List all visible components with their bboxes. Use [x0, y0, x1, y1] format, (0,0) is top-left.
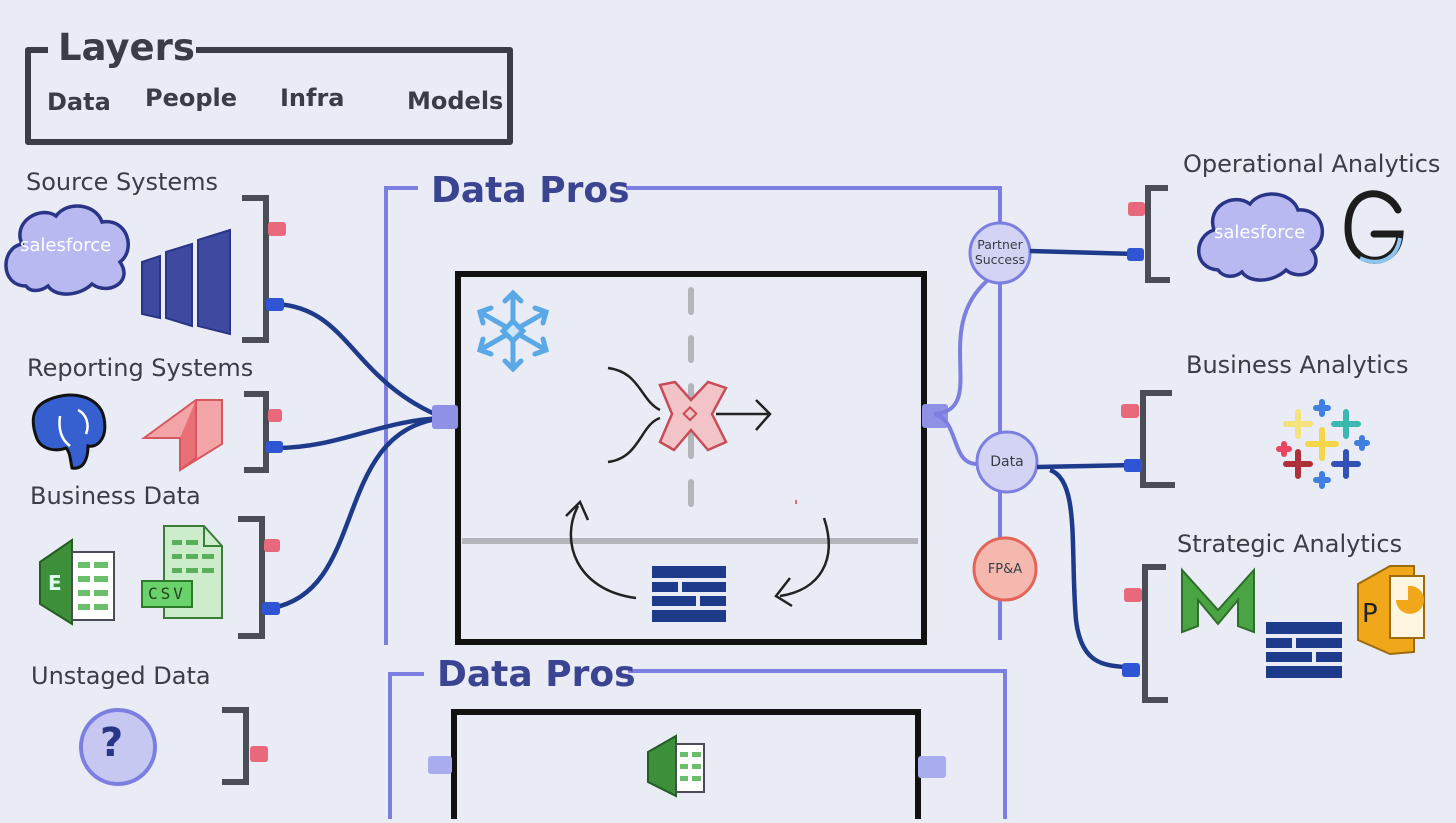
cycle-arrow-left	[565, 499, 637, 600]
layer-people[interactable]: People	[145, 84, 238, 112]
postgres-icon	[31, 393, 107, 470]
connector-business	[271, 415, 445, 611]
port-pink	[268, 222, 286, 236]
reporting-systems-label: Reporting Systems	[27, 354, 254, 382]
layers-title: Layers	[58, 26, 195, 69]
dbt-icon	[607, 366, 772, 464]
bi-brick-icon	[1266, 622, 1342, 678]
connector-reporting	[275, 415, 445, 451]
powerpoint-icon: P	[1357, 565, 1425, 656]
layer-models[interactable]: Models	[407, 87, 504, 115]
connector-business-analytics	[1036, 462, 1137, 470]
snowflake-icon	[476, 289, 550, 373]
bi-brick-icon	[652, 566, 726, 622]
link-data	[933, 412, 979, 467]
csv-file-icon	[141, 525, 223, 619]
partner-success-label: Partner Success	[970, 237, 1030, 267]
reporting-tool-icon	[140, 399, 223, 472]
reporting-bracket	[244, 391, 269, 473]
link-partner	[933, 278, 990, 416]
strategic-bracket	[1142, 564, 1168, 703]
source-systems-label: Source Systems	[26, 168, 219, 196]
business-analytics-label: Business Analytics	[1186, 351, 1409, 379]
port-blue	[262, 602, 280, 615]
svg-text:P: P	[1362, 599, 1378, 629]
layers-box	[25, 47, 513, 145]
port-blue	[266, 298, 284, 311]
warehouse-box	[455, 271, 927, 645]
data-pros-title: Data Pros	[431, 170, 630, 211]
g-logo-accent	[1359, 237, 1402, 264]
business-analytics-bracket	[1140, 390, 1175, 488]
excel-icon	[647, 734, 705, 798]
operational-bracket	[1145, 185, 1170, 283]
partner-success-line-1: Partner	[977, 237, 1023, 252]
fivetran-icon	[141, 228, 231, 336]
port-blue	[1124, 459, 1142, 472]
strategic-analytics-label: Strategic Analytics	[1177, 530, 1403, 558]
data-node-label: Data	[990, 454, 1024, 470]
operational-analytics-label: Operational Analytics	[1183, 150, 1441, 178]
unstaged-bracket	[222, 707, 249, 785]
salesforce-logo-icon	[4, 204, 130, 296]
salesforce-logo-text: salesforce	[1214, 222, 1306, 243]
warehouse-in-port	[432, 405, 458, 429]
port-blue	[266, 441, 283, 453]
business-data-label: Business Data	[30, 482, 201, 510]
connector-strategic	[1049, 467, 1137, 671]
salesforce-logo-text: salesforce	[20, 235, 112, 256]
business-bracket	[238, 516, 265, 639]
cycle-arrow-right	[774, 517, 830, 608]
excel-icon: E	[39, 538, 115, 626]
port-pink	[268, 409, 282, 422]
csv-label: CSV	[148, 584, 186, 603]
g-logo-icon	[1344, 190, 1404, 264]
source-bracket	[242, 195, 269, 343]
port-pink	[1128, 202, 1145, 216]
port-pink	[1121, 404, 1139, 418]
port-pink	[1124, 588, 1142, 602]
fpa-node[interactable]	[972, 536, 1038, 602]
unknown-source-icon	[79, 708, 157, 786]
connector-source	[275, 301, 445, 421]
stray-mark	[795, 500, 797, 504]
port-blue	[1122, 663, 1140, 677]
port-pink	[250, 746, 268, 762]
m-logo-icon	[1181, 567, 1255, 634]
tableau-icon	[1276, 399, 1370, 489]
connector-operational	[1029, 248, 1137, 257]
salesforce-logo-icon	[1197, 192, 1324, 282]
warehouse-2-out-port	[918, 756, 946, 778]
data-pros-frame-2	[388, 669, 1007, 819]
data-node[interactable]	[975, 430, 1039, 494]
layer-data[interactable]: Data	[47, 88, 111, 116]
fpa-node-label: FP&A	[987, 562, 1023, 577]
layer-infra[interactable]: Infra	[280, 84, 345, 112]
unstaged-data-label: Unstaged Data	[31, 662, 211, 690]
question-mark: ?	[100, 720, 124, 766]
port-pink	[264, 539, 280, 552]
data-pros-title-2: Data Pros	[437, 654, 636, 695]
svg-text:E: E	[48, 571, 62, 595]
warehouse-2-in-port	[428, 756, 452, 774]
partner-success-line-2: Success	[974, 252, 1026, 267]
port-blue	[1127, 248, 1144, 261]
